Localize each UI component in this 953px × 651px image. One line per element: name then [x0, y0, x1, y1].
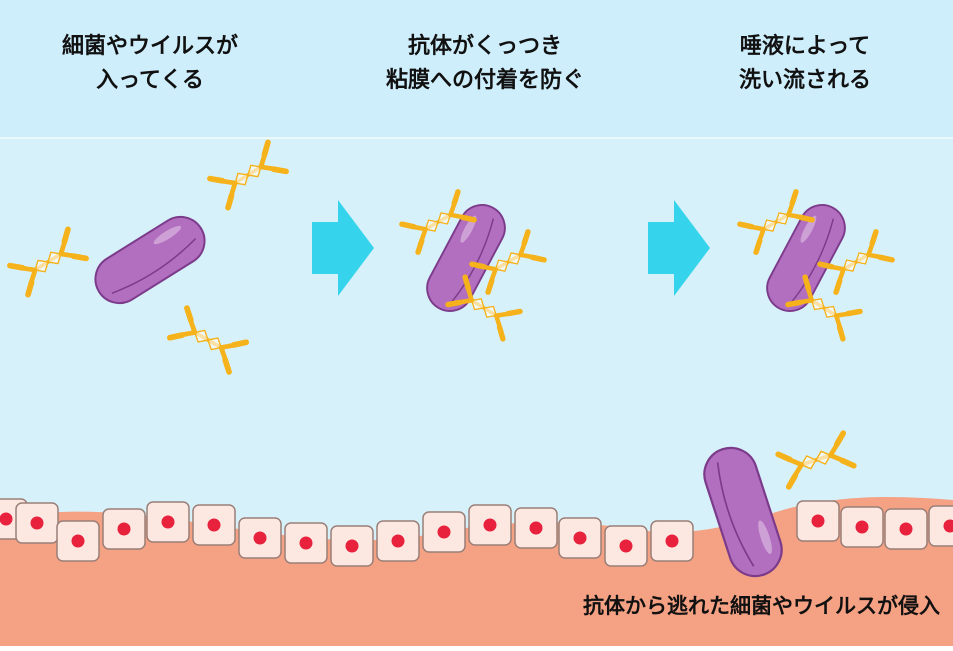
- epithelial-cell-icon: [468, 504, 512, 546]
- caption-step-1-line-2: 入ってくる: [96, 68, 204, 93]
- epithelial-cell-icon: [56, 520, 100, 562]
- epithelial-cell-icon: [376, 520, 420, 562]
- caption-step-1-line-1: 細菌やウイルスが: [61, 34, 238, 59]
- caption-invasion: 抗体から逃れた細菌やウイルスが侵入: [583, 594, 940, 618]
- caption-step-2-line-2: 粘膜への付着を防ぐ: [385, 68, 584, 93]
- epithelial-cell-icon: [796, 500, 840, 542]
- epithelial-cell-icon: [330, 525, 374, 567]
- epithelial-cell-icon: [840, 506, 884, 548]
- epithelial-cell-icon: [884, 508, 928, 550]
- epithelial-cell-icon: [146, 501, 190, 543]
- caption-step-2-line-1: 抗体がくっつき: [407, 34, 562, 59]
- caption-band: [0, 0, 953, 137]
- caption-step-2: 抗体がくっつき 粘膜への付着を防ぐ: [345, 30, 625, 98]
- caption-step-3: 唾液によって 洗い流される: [695, 30, 915, 98]
- epithelial-cell-icon: [514, 507, 558, 549]
- epithelial-cell-icon: [102, 508, 146, 550]
- epithelial-cell-icon: [422, 511, 466, 553]
- epithelial-cell-icon: [650, 520, 694, 562]
- epithelial-cell-icon: [558, 517, 602, 559]
- epithelial-cell-icon: [238, 517, 282, 559]
- epithelial-cell-icon: [604, 525, 648, 567]
- caption-step-3-line-2: 洗い流される: [738, 68, 871, 93]
- epithelial-cell-icon: [928, 505, 953, 547]
- right-arrow-icon: [648, 200, 710, 296]
- caption-band-edge: [0, 137, 953, 139]
- right-arrow-icon: [312, 200, 374, 296]
- epithelial-cell-icon: [192, 504, 236, 546]
- epithelial-cell-icon: [284, 522, 328, 564]
- caption-step-1: 細菌やウイルスが 入ってくる: [20, 30, 280, 98]
- epithelial-cell-icon: [15, 502, 59, 544]
- caption-step-3-line-1: 唾液によって: [739, 34, 871, 59]
